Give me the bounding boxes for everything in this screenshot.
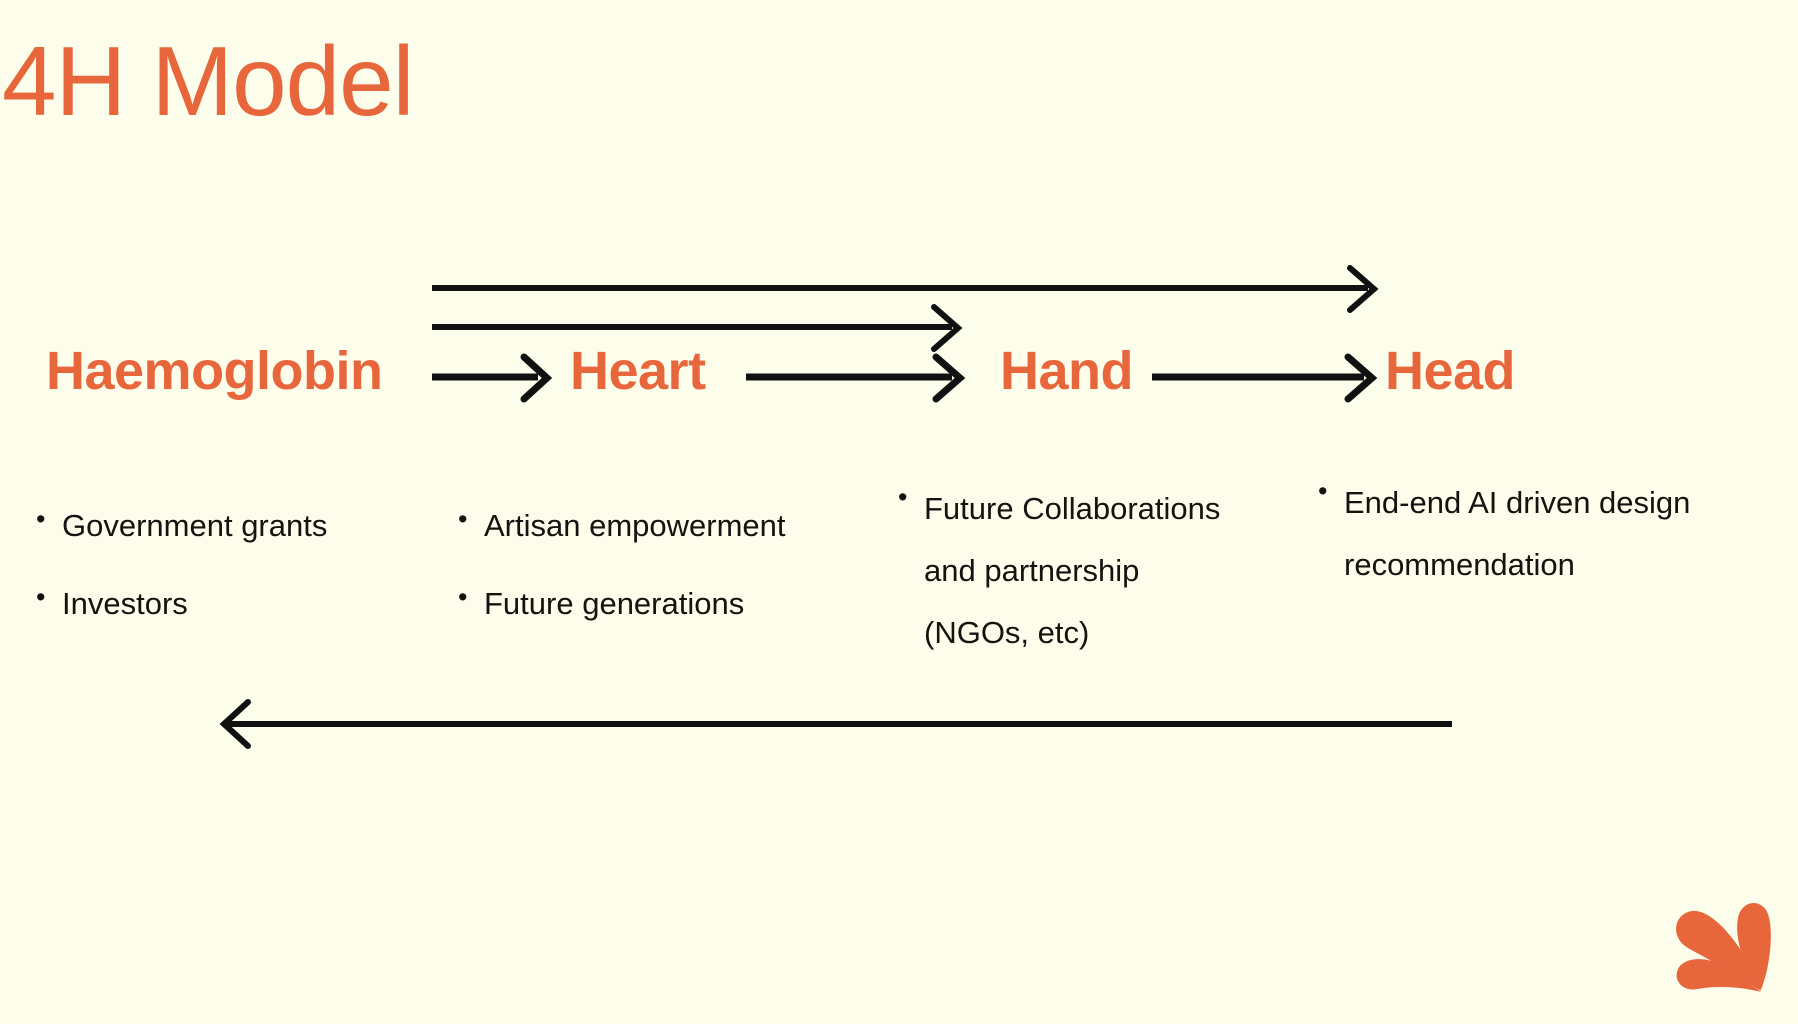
bullet-dot-icon: •	[458, 582, 468, 613]
stage-label-heart[interactable]: Heart	[570, 341, 706, 401]
list-item-label: Investors	[62, 586, 188, 622]
arrow-feedback-head-to-haemoglobin	[219, 699, 1452, 749]
list-item: • Investors	[36, 578, 416, 630]
bullet-dot-icon: •	[36, 504, 46, 534]
arrow-haemoglobin-heart	[432, 353, 553, 403]
stage-label-haemoglobin[interactable]: Haemoglobin	[46, 341, 383, 401]
list-item: • End-end AI driven design recommendatio…	[1318, 472, 1738, 596]
list-item: • Government grants	[36, 500, 416, 552]
page-title: 4H Model	[2, 26, 414, 136]
bullet-column-haemoglobin: • Government grants • Investors	[36, 500, 416, 656]
list-item-label: Government grants	[62, 508, 328, 543]
list-item: • Future Collaborations and partnership …	[898, 478, 1248, 664]
bullet-dot-icon: •	[458, 504, 468, 534]
bullet-dot-icon: •	[898, 482, 908, 512]
arrow-haemoglobin-to-head	[432, 265, 1379, 313]
bullet-dot-icon: •	[36, 582, 46, 613]
bullet-column-head: • End-end AI driven design recommendatio…	[1318, 472, 1738, 596]
list-item-label: Artisan empowerment	[484, 508, 786, 543]
list-item: • Artisan empowerment	[458, 500, 838, 552]
list-item-label: Future Collaborations and partnership (N…	[924, 491, 1221, 650]
list-item-label: End-end AI driven design recommendation	[1344, 485, 1691, 582]
bullet-dot-icon: •	[1318, 476, 1328, 506]
stage-label-hand[interactable]: Hand	[1000, 341, 1134, 401]
bullet-column-hand: • Future Collaborations and partnership …	[898, 478, 1248, 664]
bullet-column-heart: • Artisan empowerment • Future generatio…	[458, 500, 838, 656]
stage-label-head[interactable]: Head	[1385, 341, 1516, 401]
arrow-heart-hand	[746, 353, 966, 403]
arrow-hand-head	[1152, 353, 1378, 403]
three-petal-logo-icon	[1676, 903, 1771, 992]
list-item: • Future generations	[458, 578, 838, 630]
list-item-label: Future generations	[484, 586, 745, 622]
